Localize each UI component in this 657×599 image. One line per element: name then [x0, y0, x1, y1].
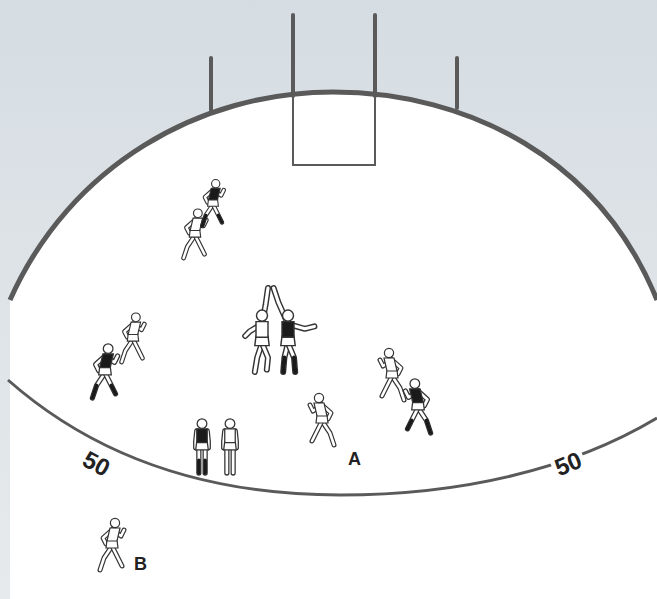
player-figure: [224, 419, 237, 473]
goal-square: [293, 95, 375, 165]
player-figure: [202, 180, 224, 226]
player-figure: [310, 393, 334, 445]
players: [92, 180, 430, 570]
goal-posts: [211, 15, 457, 110]
player-figure: [245, 288, 269, 372]
player-label: B: [134, 555, 147, 573]
field-surface: [10, 92, 657, 599]
player-figure: [100, 518, 124, 570]
player-figure: [122, 313, 145, 362]
player-figure: [184, 209, 207, 258]
player-figure: [274, 288, 315, 372]
player-figure: [380, 348, 404, 400]
player-label: A: [348, 450, 361, 468]
fifty-metre-arc: [8, 380, 657, 495]
player-figure: [92, 344, 117, 398]
boundary-line: [10, 92, 657, 300]
player-figure: [196, 419, 209, 473]
player-figure: [405, 379, 430, 433]
